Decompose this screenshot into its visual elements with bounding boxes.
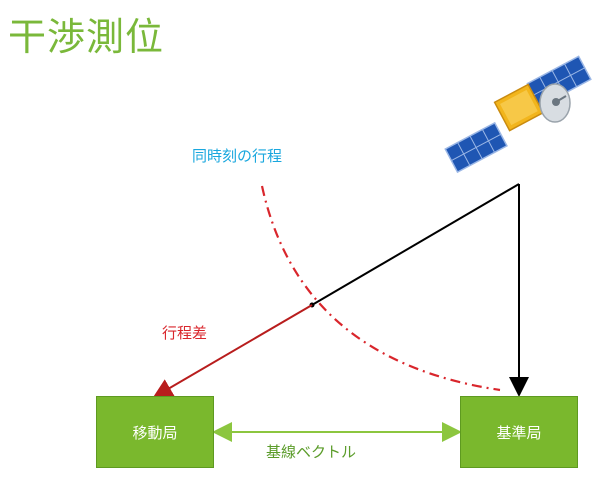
baseline-vector-label: 基線ベクトル [266,443,357,461]
satellite-icon [444,55,592,174]
simultaneous-path-label: 同時刻の行程 [192,147,283,165]
mobile-station-label: 移動局 [132,423,178,442]
path-difference-arrow [152,304,313,399]
base-station-box: 基準局 [460,396,578,468]
base-station-label: 基準局 [496,423,542,442]
simultaneous-path-arc [260,185,501,392]
path-difference-label: 行程差 [162,324,208,342]
satellite-to-mobile-ray [311,183,520,306]
mobile-station-box: 移動局 [96,396,214,468]
page-title: 干渉測位 [8,15,165,59]
